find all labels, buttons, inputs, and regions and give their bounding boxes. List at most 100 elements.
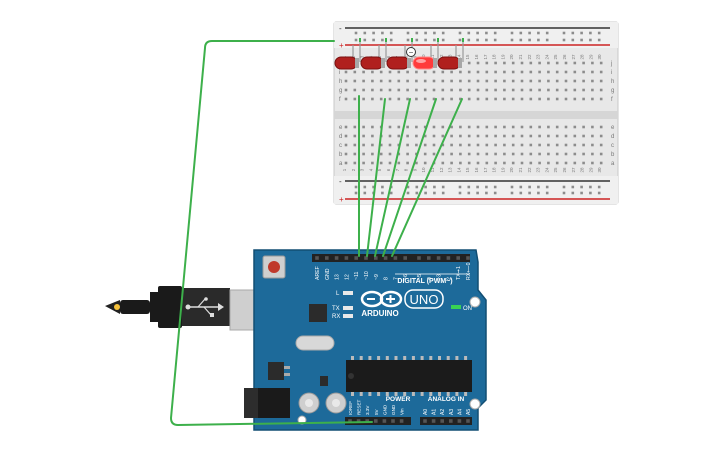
analog-pin-label: A3 [449, 409, 455, 415]
led[interactable] [386, 56, 410, 70]
rail-hole [476, 31, 479, 35]
terminal-hole [371, 143, 374, 147]
digital-pin-hole [325, 256, 329, 260]
terminal-hole [441, 161, 445, 165]
terminal-hole [573, 70, 577, 74]
terminal-hole [450, 134, 453, 138]
terminal-hole [599, 143, 603, 147]
terminal-hole [555, 161, 559, 165]
terminal-hole [582, 143, 585, 147]
terminal-hole [494, 61, 497, 65]
terminal-hole [397, 125, 401, 129]
terminal-hole [520, 61, 524, 65]
digital-pin-hole [334, 256, 339, 260]
terminal-hole [520, 161, 524, 165]
terminal-hole [547, 143, 550, 147]
terminal-hole [538, 79, 541, 83]
analog-pin-label: A0 [423, 409, 429, 415]
terminal-hole [485, 161, 489, 165]
rail-hole [381, 38, 384, 42]
terminal-hole [511, 61, 515, 65]
terminal-hole [406, 97, 409, 101]
rail-hole [415, 185, 419, 189]
terminal-hole [344, 79, 348, 83]
led[interactable] [360, 56, 384, 70]
rail-hole [406, 191, 410, 195]
led-group[interactable] [334, 56, 462, 70]
digital-pin-label: ~5 [417, 274, 423, 280]
terminal-hole [511, 134, 515, 138]
chip-pin [377, 392, 381, 396]
wire-pin-10[interactable] [382, 98, 437, 257]
rail-hole [571, 185, 575, 189]
terminal-hole [564, 88, 568, 92]
wire-pin-12[interactable] [366, 98, 386, 257]
rail-hole [467, 38, 471, 42]
terminal-hole [520, 152, 524, 156]
column-number: 10 [421, 167, 426, 173]
rail-hole [424, 31, 427, 35]
row-letter: d [339, 134, 342, 140]
column-number: 15 [465, 167, 470, 173]
terminal-hole [494, 161, 497, 165]
digital-pin-hole [456, 256, 460, 260]
terminal-hole [353, 143, 357, 147]
wire-pin-11[interactable] [374, 98, 411, 257]
chip-pin [438, 392, 441, 396]
column-number: 12 [439, 167, 444, 173]
digital-pin-hole [436, 256, 441, 260]
analog-pin-hole [466, 419, 470, 423]
rail-hole [545, 31, 549, 35]
terminal-hole [494, 152, 497, 156]
column-number: 24 [544, 167, 549, 173]
terminal-hole [591, 88, 594, 92]
column-number: 24 [544, 54, 549, 60]
terminal-hole [564, 61, 568, 65]
column-number: 22 [527, 54, 532, 60]
reset-button-cap[interactable] [268, 261, 280, 273]
chip-pin [368, 356, 372, 360]
terminal-hole [362, 88, 365, 92]
terminal-hole [582, 125, 585, 129]
terminal-hole [485, 152, 489, 156]
terminal-hole [538, 134, 541, 138]
terminal-hole [371, 70, 374, 74]
rail-hole [476, 185, 479, 189]
mounting-hole [469, 398, 481, 410]
rail-hole [415, 31, 419, 35]
rail-hole [372, 185, 375, 189]
column-number: 17 [483, 167, 488, 173]
digital-pin-label: 2 [446, 277, 452, 280]
terminal-minus-marker: − [406, 47, 416, 57]
wire-pin-9[interactable] [391, 98, 463, 257]
terminal-hole [344, 134, 348, 138]
analog-pin-label: A1 [432, 409, 438, 415]
terminal-hole [520, 97, 524, 101]
terminal-hole [467, 152, 471, 156]
analog-pin-label: A2 [440, 409, 446, 415]
terminal-hole [476, 152, 480, 156]
power-pin-hole [348, 419, 352, 423]
led[interactable] [437, 56, 461, 70]
terminal-hole [503, 61, 506, 65]
led[interactable] [412, 56, 436, 70]
rail-hole [354, 185, 358, 189]
ground-wire[interactable] [170, 40, 373, 426]
rail-hole [519, 38, 523, 42]
terminal-hole [450, 70, 453, 74]
led[interactable] [334, 56, 358, 70]
led-base [381, 58, 385, 68]
chip-pin [429, 356, 433, 360]
terminal-hole [379, 88, 383, 92]
wire-group[interactable] [170, 40, 463, 426]
terminal-hole [564, 143, 568, 147]
terminal-hole [520, 79, 524, 83]
rail-hole [363, 38, 367, 42]
rail-hole [424, 191, 427, 195]
terminal-hole [599, 61, 603, 65]
column-number: 12 [439, 54, 444, 60]
